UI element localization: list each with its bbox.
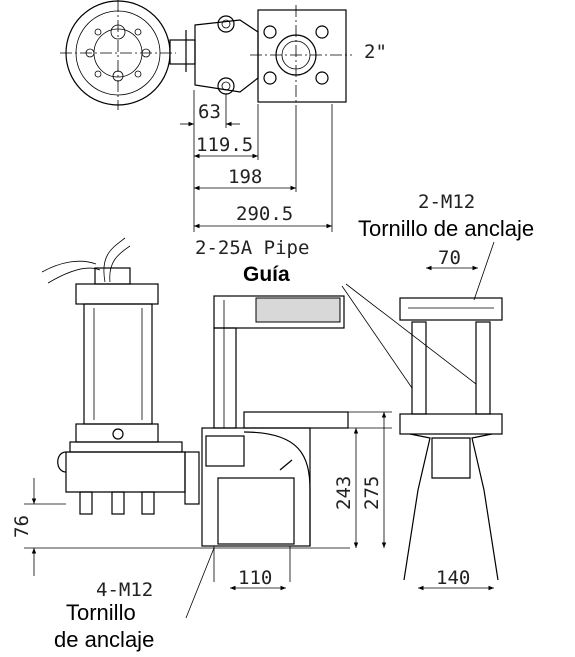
side-view <box>399 297 503 581</box>
guide-label: Guía <box>243 263 290 286</box>
base-dim-140: 140 <box>436 567 470 589</box>
base-dim-110: 110 <box>238 567 272 589</box>
pipe-size-label: 2" <box>364 41 387 63</box>
dim-290-5: 290.5 <box>236 203 293 225</box>
guide-leader-2 <box>345 283 477 385</box>
top-dimension-lines <box>180 90 333 232</box>
right-bolt-spec: 2-M12 <box>418 191 475 213</box>
pump-front-view <box>41 237 200 515</box>
right-bolt-name: Tornillo de anclaje <box>358 216 534 241</box>
dim-198: 198 <box>228 166 262 188</box>
guide-leader-1 <box>341 285 413 389</box>
left-bolt-name-line2: de anclaje <box>54 627 154 652</box>
top-plan-view <box>60 0 352 112</box>
guide-rail-assembly <box>201 295 349 582</box>
height-dimensions <box>24 411 494 591</box>
height-275: 275 <box>361 476 383 510</box>
guide-pipe-label: 2-25A Pipe <box>195 237 309 259</box>
side-dim-70: 70 <box>438 247 461 269</box>
height-76: 76 <box>11 515 33 538</box>
right-bolt-leader <box>473 241 495 301</box>
left-bolt-spec: 4-M12 <box>96 579 153 601</box>
dim-119-5: 119.5 <box>196 134 253 156</box>
height-243: 243 <box>333 476 355 510</box>
left-bolt-leader <box>185 547 215 619</box>
left-bolt-name-line1: Tornillo <box>66 600 136 625</box>
dim-63: 63 <box>198 101 221 123</box>
